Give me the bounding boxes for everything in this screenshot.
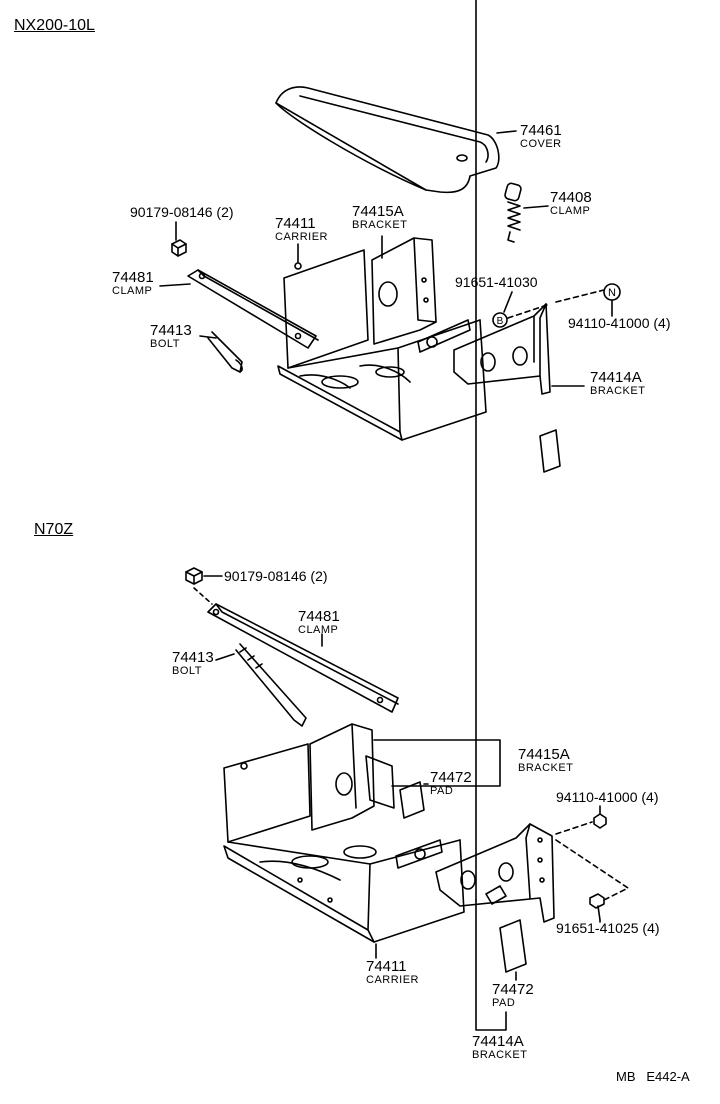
leader-bracket-b-2b: [475, 899, 507, 1031]
part-number-screw-1: 91651-41030: [455, 274, 538, 290]
bracket-b-part-2: [395, 823, 555, 923]
part-name-clamp-1: CLAMP: [112, 285, 153, 297]
part-number-clamp-1: 74481: [112, 269, 154, 286]
nut-part-1: [171, 239, 187, 257]
part-number-nut2-2: 94110-41000 (4): [556, 789, 659, 805]
part-number-carrier-1: 74411: [275, 215, 316, 232]
clamp-bar-part-2: [207, 603, 399, 713]
section-title-2: N70Z: [34, 521, 74, 538]
part-number-pad2-2: 74472: [492, 981, 534, 998]
bolt-part-2: [235, 643, 307, 727]
screw-part-2: [589, 893, 605, 921]
part-number-clamp-top-1: 74408: [550, 189, 592, 206]
part-name-pad2-2: PAD: [492, 997, 516, 1009]
carrier-part-1: [277, 249, 487, 441]
leader-clamp-top-1: [523, 205, 549, 209]
part-name-bracket-a-1: BRACKET: [352, 219, 408, 231]
part-number-bolt-1: 74413: [150, 322, 192, 339]
part-number-bracket-a-2: 74415A: [518, 746, 570, 763]
leader-bolt-1: [199, 335, 217, 339]
part-name-bolt-2: BOLT: [172, 665, 202, 677]
leader-cover-1: [496, 130, 517, 134]
dash-line-2a: [193, 587, 213, 605]
spring-clamp-part-1: [504, 182, 522, 243]
part-number-carrier-2: 74411: [366, 958, 407, 975]
bracket-a-part-2: [309, 723, 395, 831]
part-number-bracket-b-2: 74414A: [472, 1033, 524, 1050]
cover-part-1: [275, 86, 500, 194]
dash-line-2c: [555, 839, 629, 901]
dash-line-1: [507, 289, 605, 319]
bracket-b-part-1: [417, 303, 551, 395]
part-name-carrier-2: CARRIER: [366, 974, 420, 986]
part-number-bolt-2: 74413: [172, 649, 214, 666]
nut-marker-letter-1: N: [608, 287, 616, 299]
nut-part-2: [185, 567, 203, 585]
part-name-bracket-b-1: BRACKET: [590, 385, 646, 397]
section-title-1: NX200-10L: [14, 17, 95, 34]
figure-reference: MB E442-A: [616, 1069, 690, 1084]
part-number-pad1-2: 74472: [430, 769, 472, 786]
part-number-nut-1: 90179-08146 (2): [130, 204, 234, 220]
part-name-cover-1: COVER: [520, 138, 562, 150]
part-name-bracket-a-2: BRACKET: [518, 762, 574, 774]
part-name-bracket-b-2: BRACKET: [472, 1049, 528, 1061]
part-name-clamp-2: CLAMP: [298, 624, 339, 636]
part-number-bracket-b-1: 74414A: [590, 369, 642, 386]
bolt-part-1: [207, 331, 243, 373]
part-name-carrier-1: CARRIER: [275, 231, 329, 243]
leader-screw-1: [503, 291, 513, 313]
screw-marker-1: [492, 312, 508, 328]
part-number-cover-1: 74461: [520, 122, 562, 139]
leader-bolt-2: [215, 653, 235, 661]
part-name-pad1-2: PAD: [430, 785, 454, 797]
leader-clamp-1: [159, 283, 191, 287]
screw-marker-letter-1: B: [497, 316, 504, 327]
pad2-part-2: [499, 919, 527, 973]
clamp-bar-part-1: [187, 269, 319, 349]
bracket-a-part-1: [371, 237, 437, 345]
part-number-clamp-2: 74481: [298, 608, 340, 625]
part-number-screw-2: 91651-41025 (4): [556, 920, 660, 936]
carrier-part-2: [223, 743, 465, 943]
part-number-nut-2: 90179-08146 (2): [224, 568, 328, 584]
part-number-nut2-1: 94110-41000 (4): [568, 315, 671, 331]
part-name-clamp-top-1: CLAMP: [550, 205, 591, 217]
part-name-bolt-1: BOLT: [150, 338, 180, 350]
pad1-part-2: [399, 781, 425, 819]
part-number-bracket-a-1: 74415A: [352, 203, 404, 220]
dash-line-2b: [555, 821, 593, 835]
nut2-part-2: [593, 813, 607, 829]
small-pad-part-1: [539, 429, 561, 473]
